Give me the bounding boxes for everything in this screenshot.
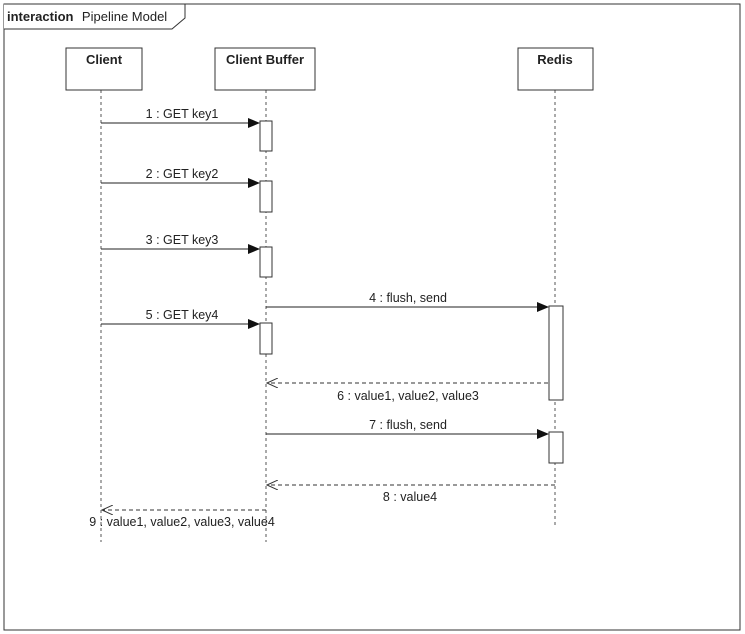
frame-keyword: interaction	[7, 9, 74, 24]
message-4-label: 4 : flush, send	[369, 291, 447, 305]
svg-text:interaction Pipeline Model: interaction Pipeline Model	[7, 8, 167, 25]
message-7[interactable]: 7 : flush, send	[266, 418, 549, 439]
activation-redis-1	[548, 305, 564, 401]
activation-buffer-3	[259, 246, 273, 278]
message-1[interactable]: 1 : GET key1	[101, 107, 260, 128]
message-2-label: 2 : GET key2	[146, 167, 219, 181]
frame-name: Pipeline Model	[82, 9, 167, 24]
message-4[interactable]: 4 : flush, send	[266, 291, 549, 312]
participant-client-label: Client	[86, 52, 123, 67]
participant-redis-label: Redis	[537, 52, 572, 67]
message-3-label: 3 : GET key3	[146, 233, 219, 247]
message-3[interactable]: 3 : GET key3	[101, 233, 260, 254]
participant-client-buffer[interactable]: Client Buffer	[214, 47, 316, 91]
activation-buffer-1	[259, 120, 273, 152]
message-8[interactable]: 8 : value4	[267, 485, 555, 504]
message-5[interactable]: 5 : GET key4	[101, 308, 260, 329]
participant-client[interactable]: Client	[65, 47, 143, 91]
message-2[interactable]: 2 : GET key2	[101, 167, 260, 188]
message-6[interactable]: 6 : value1, value2, value3	[267, 383, 548, 403]
message-5-label: 5 : GET key4	[146, 308, 219, 322]
participant-client-buffer-label: Client Buffer	[226, 52, 304, 67]
message-1-label: 1 : GET key1	[146, 107, 219, 121]
activation-buffer-2	[259, 180, 273, 213]
message-6-label: 6 : value1, value2, value3	[337, 389, 479, 403]
message-8-label: 8 : value4	[383, 490, 437, 504]
message-7-label: 7 : flush, send	[369, 418, 447, 432]
interaction-frame	[3, 3, 741, 631]
participant-redis[interactable]: Redis	[517, 47, 594, 91]
activation-buffer-4	[259, 322, 273, 355]
message-9[interactable]: 9 : value1, value2, value3, value4	[89, 510, 275, 529]
activation-redis-2	[548, 431, 564, 464]
message-9-label: 9 : value1, value2, value3, value4	[89, 515, 275, 529]
frame-label-tab	[4, 3, 186, 30]
